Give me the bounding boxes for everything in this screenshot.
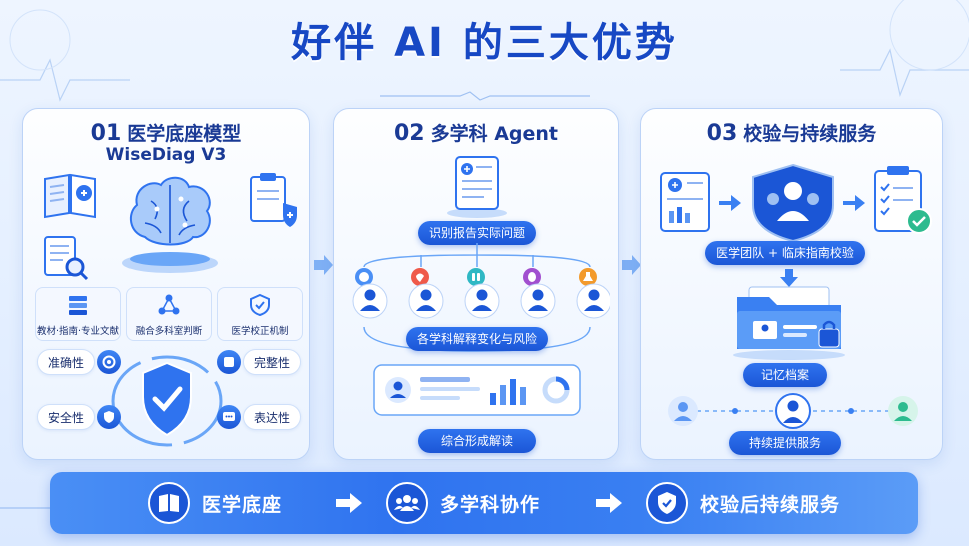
user-icon — [888, 396, 918, 426]
user-icon — [775, 393, 811, 429]
dashboard-icon — [373, 364, 581, 416]
panel-2-number: 02 — [393, 121, 425, 146]
shield-check-icon — [646, 482, 688, 524]
puzzle-icon — [217, 350, 241, 374]
step-memory: 记忆档案 — [743, 363, 827, 387]
panel-1-subtitle: WiseDiag V3 — [105, 145, 227, 165]
flow-lines — [363, 243, 591, 352]
checklist-icon — [874, 166, 932, 234]
summary-label: 多学科协作 — [440, 493, 541, 516]
user-chain — [668, 393, 918, 429]
panel-2-heading: 多学科 Agent — [430, 123, 559, 145]
feature-literature: 教材·指南·专业文献 — [35, 287, 121, 341]
document-search-icon — [44, 236, 89, 281]
verification-flow — [660, 163, 932, 243]
panel-3-heading: 校验与持续服务 — [743, 123, 877, 145]
quality-safety: 安全性 — [37, 404, 96, 430]
doctor-icon — [352, 268, 612, 319]
shield-check-icon — [250, 293, 270, 317]
arrow-right-icon — [314, 255, 333, 275]
feature-label: 融合多科室判断 — [135, 326, 203, 337]
feature-label: 教材·指南·专业文献 — [36, 326, 120, 337]
feature-multidept: 融合多科室判断 — [126, 287, 212, 341]
feature-calibration: 医学校正机制 — [217, 287, 303, 341]
folder-icon — [733, 286, 845, 360]
panel-3-number: 03 — [706, 121, 738, 146]
summary-label: 医学底座 — [202, 493, 283, 516]
team-icon — [386, 482, 428, 524]
brain-icon — [122, 176, 218, 273]
target-icon — [97, 350, 121, 374]
network-icon — [158, 294, 180, 315]
summary-label: 校验后持续服务 — [700, 493, 841, 516]
book-icon — [148, 482, 190, 524]
arrow-right-icon — [596, 493, 622, 513]
step-continuous: 持续提供服务 — [729, 431, 841, 455]
shield-small-icon — [97, 405, 121, 429]
summary-item-base: 医学底座 — [148, 482, 282, 524]
clipboard-icon — [250, 173, 297, 227]
step-identify: 识别报告实际问题 — [418, 221, 536, 245]
book-stack-icon — [69, 296, 87, 315]
report-icon — [660, 172, 710, 232]
report-icon — [447, 156, 507, 218]
specialists-row — [344, 267, 612, 329]
step-synthesize: 综合形成解读 — [418, 429, 536, 453]
panel-1-heading: 医学底座模型 — [127, 123, 242, 145]
quality-expression: 表达性 — [243, 404, 302, 430]
book-icon — [44, 173, 96, 219]
arrow-right-icon — [622, 255, 641, 275]
step-verify: 医学团队 + 临床指南校验 — [705, 241, 865, 265]
arrow-right-icon — [336, 493, 362, 513]
user-icon — [668, 396, 698, 426]
chat-icon — [217, 405, 241, 429]
step-explain: 各学科解释变化与风险 — [406, 327, 548, 351]
summary-bar: 医学底座 多学科协作 校验后持续服务 — [50, 472, 918, 534]
quality-accuracy: 准确性 — [37, 349, 96, 375]
panel-1-number: 01 — [90, 121, 122, 146]
page-title: 好伴 AI 的三大优势 — [291, 20, 678, 66]
summary-item-service: 校验后持续服务 — [646, 482, 840, 524]
feature-label: 医学校正机制 — [231, 326, 289, 337]
summary-item-collab: 多学科协作 — [386, 482, 540, 524]
arrow-down-icon — [780, 269, 798, 287]
quality-cycle — [111, 355, 223, 447]
quality-completeness: 完整性 — [243, 349, 302, 375]
shield-icon — [142, 361, 192, 437]
team-shield-icon — [752, 163, 834, 243]
